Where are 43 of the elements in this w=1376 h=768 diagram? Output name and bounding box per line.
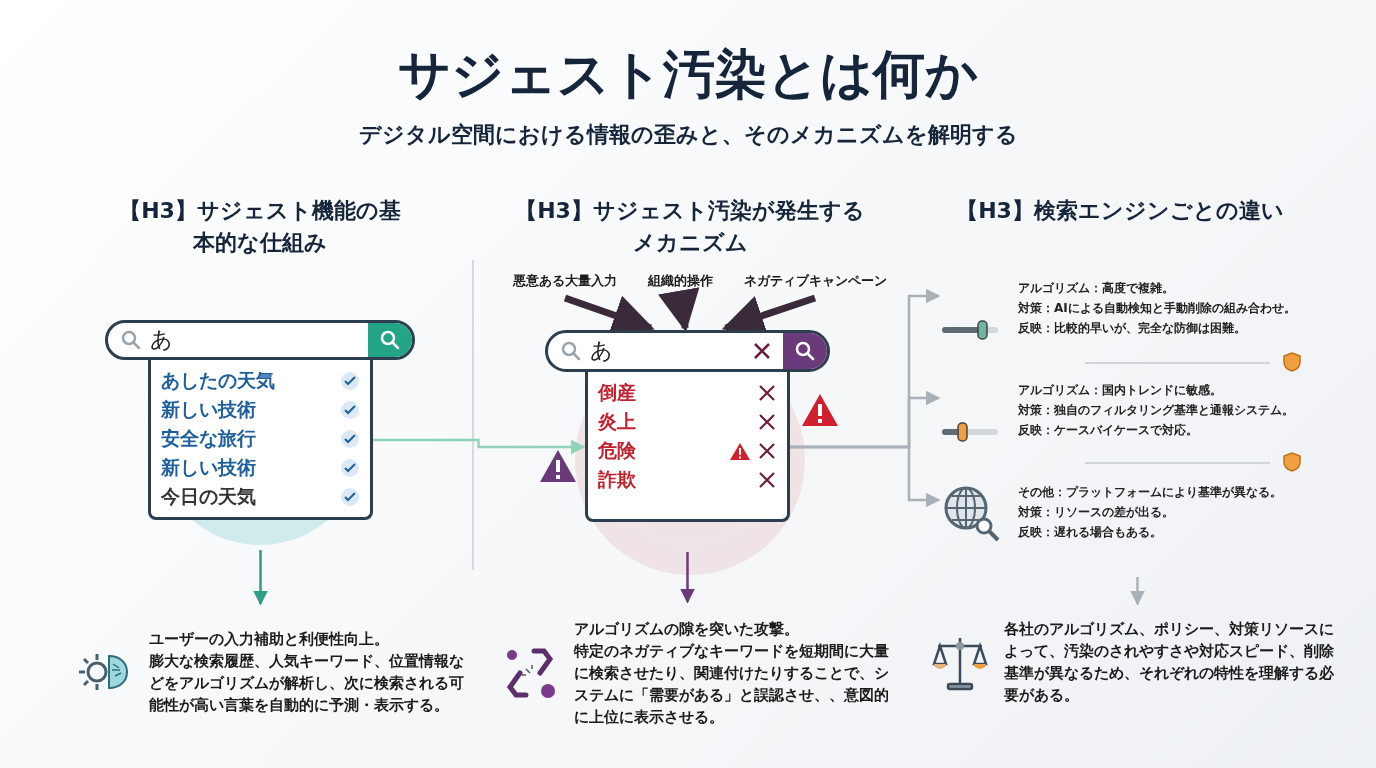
- suggestion-text: 炎上: [598, 408, 636, 434]
- description-text: アルゴリズム：国内トレンドに敏感。: [1018, 382, 1223, 399]
- attack-label: 悪意ある大量入力: [500, 272, 630, 294]
- suggestion-text: 新しい技術: [161, 396, 256, 422]
- description-text: 膨大な検索履歴、人気キーワード、位置情報などをアルゴリズムが解析し、次に検索される可能性が高い言葉を自動的に予測・表示する。: [149, 651, 465, 716]
- description-text: 反映：比較的早いが、完全な防御は困難。: [1018, 320, 1247, 337]
- attack-label: 組織的操作: [640, 272, 720, 294]
- suggestion-text: 安全な旅行: [161, 425, 256, 451]
- subtitle: デジタル空間における情報の歪みと、そのメカニズムを解明する: [357, 121, 1019, 149]
- arrow: [680, 552, 695, 604]
- suggestion-text: 危険: [598, 437, 636, 463]
- arrow: [1130, 577, 1145, 606]
- suggestion-text: 詐欺: [598, 466, 636, 492]
- title: サジェスト汚染とは何か: [397, 43, 979, 106]
- search-bar: [105, 320, 415, 360]
- section-heading: 【H3】サジェスト機能の基本的な仕組み: [118, 197, 402, 257]
- description-text: 特定のネガティブなキーワードを短期間に大量に検索させたり、関連付けたりすることで、システムに「需要がある」と誤認させ、、意図的に上位に表示させる。: [574, 640, 890, 728]
- description-text: 反映：遅れる場合もある。: [1018, 524, 1163, 541]
- attack-label: ネガティブキャンペーン: [735, 272, 895, 294]
- arrow: [658, 287, 700, 333]
- suggestion-dropdown: [585, 372, 790, 522]
- description-text: 反映：ケースバイケースで対応。: [1018, 422, 1199, 439]
- section-heading: 【H3】検索エンジンごとの違い: [955, 197, 1285, 225]
- search-query: あ: [590, 337, 614, 365]
- description-text: アルゴリズムの隙を突いた攻撃。: [574, 618, 800, 640]
- description-text: アルゴリズム：高度で複雑。: [1018, 280, 1175, 297]
- search-query: あ: [150, 326, 174, 354]
- description-text: 対策：リソースの差が出る。: [1018, 504, 1175, 521]
- description-text: 各社のアルゴリズム、ポリシー、対策リソースによって、汚染のされやすさや対応スピード、削除基準が異なるため、それぞれの特性を理解する必要がある。: [1004, 619, 1335, 706]
- description-text: その他：プラットフォームにより基準が異なる。: [1018, 484, 1282, 501]
- suggestion-text: 今日の天気: [161, 483, 256, 509]
- description-text: 対策：AIによる自動検知と手動削除の組み合わせ。: [1018, 300, 1296, 317]
- suggestion-text: あしたの天気: [161, 367, 275, 393]
- arrow: [253, 550, 268, 606]
- search-bar: [545, 330, 830, 372]
- section-heading: 【H3】サジェスト汚染が発生するメカニズム: [514, 197, 866, 257]
- suggestion-text: 倒産: [598, 379, 636, 405]
- arrow: [373, 438, 586, 455]
- suggestion-text: 新しい技術: [161, 454, 256, 480]
- description-text: ユーザーの入力補助と利便性向上。: [149, 629, 390, 650]
- suggestion-dropdown: [148, 360, 373, 520]
- description-text: 対策：独自のフィルタリング基準と通報システム。: [1018, 402, 1294, 419]
- arrow: [790, 445, 941, 508]
